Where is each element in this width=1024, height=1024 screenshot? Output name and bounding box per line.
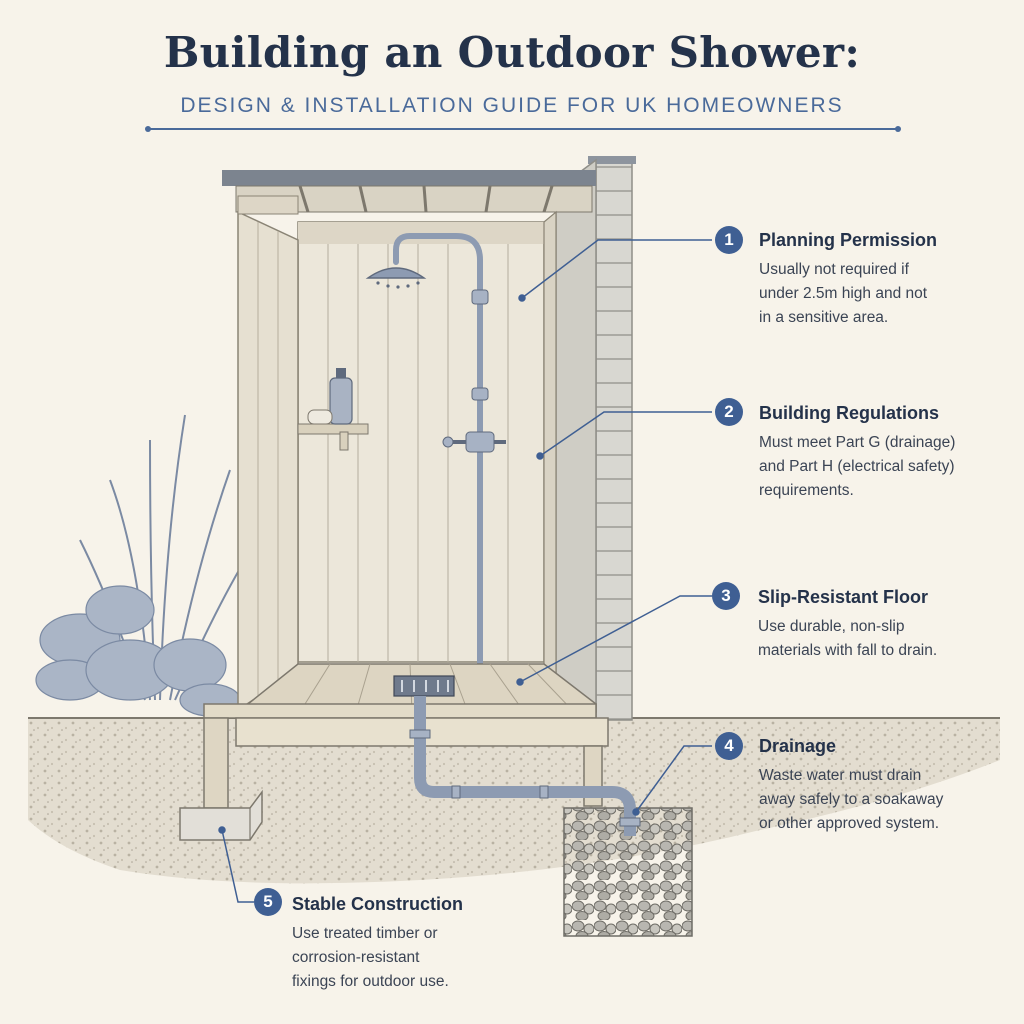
callout-number-badge: 3 — [712, 582, 740, 610]
callout-description: Use treated timber or corrosion-resistan… — [292, 925, 449, 990]
page-subtitle: DESIGN & INSTALLATION GUIDE FOR UK HOMEO… — [180, 94, 844, 117]
title-divider — [145, 126, 901, 132]
house-wall — [555, 156, 636, 722]
callout-title: Stable Construction — [292, 894, 464, 914]
callout-number-badge: 2 — [715, 398, 743, 426]
leader-lines — [218, 239, 712, 903]
floor-decking — [203, 663, 609, 747]
ground — [28, 717, 1000, 884]
shower-riser-pipe — [393, 233, 483, 668]
callout-description: Use durable, non-slip materials with fal… — [758, 618, 938, 659]
callout-number-badge: 1 — [715, 226, 743, 254]
pipe-joint — [409, 729, 431, 739]
pipe-joint — [619, 817, 641, 827]
pipe-joint — [451, 785, 461, 799]
back-wall — [297, 221, 545, 663]
right-wall — [543, 210, 557, 693]
callout-number-badge: 4 — [715, 732, 743, 760]
callout-description: Waste water must drain away safely to a … — [759, 767, 944, 832]
callout-description: Must meet Part G (drainage) and Part H (… — [759, 434, 956, 499]
page-title: Building an Outdoor Shower: — [163, 28, 861, 77]
pipe-joint — [539, 785, 549, 799]
drain-grate-icon — [393, 675, 455, 697]
drain-pipe — [414, 696, 636, 836]
callout-title: Drainage — [759, 736, 837, 756]
plant-icon — [35, 414, 246, 717]
shower-valve — [442, 289, 506, 453]
soap-bottle-icon — [307, 368, 353, 425]
callout-description: Usually not required if under 2.5m high … — [759, 261, 928, 326]
callout-number-badge: 5 — [254, 888, 282, 916]
callout-title: Planning Permission — [759, 230, 938, 250]
shower-head-icon — [365, 267, 427, 289]
left-wall — [237, 195, 299, 712]
shower-roof — [222, 170, 596, 213]
callout-title: Slip-Resistant Floor — [758, 587, 929, 607]
callout-title: Building Regulations — [759, 403, 939, 423]
